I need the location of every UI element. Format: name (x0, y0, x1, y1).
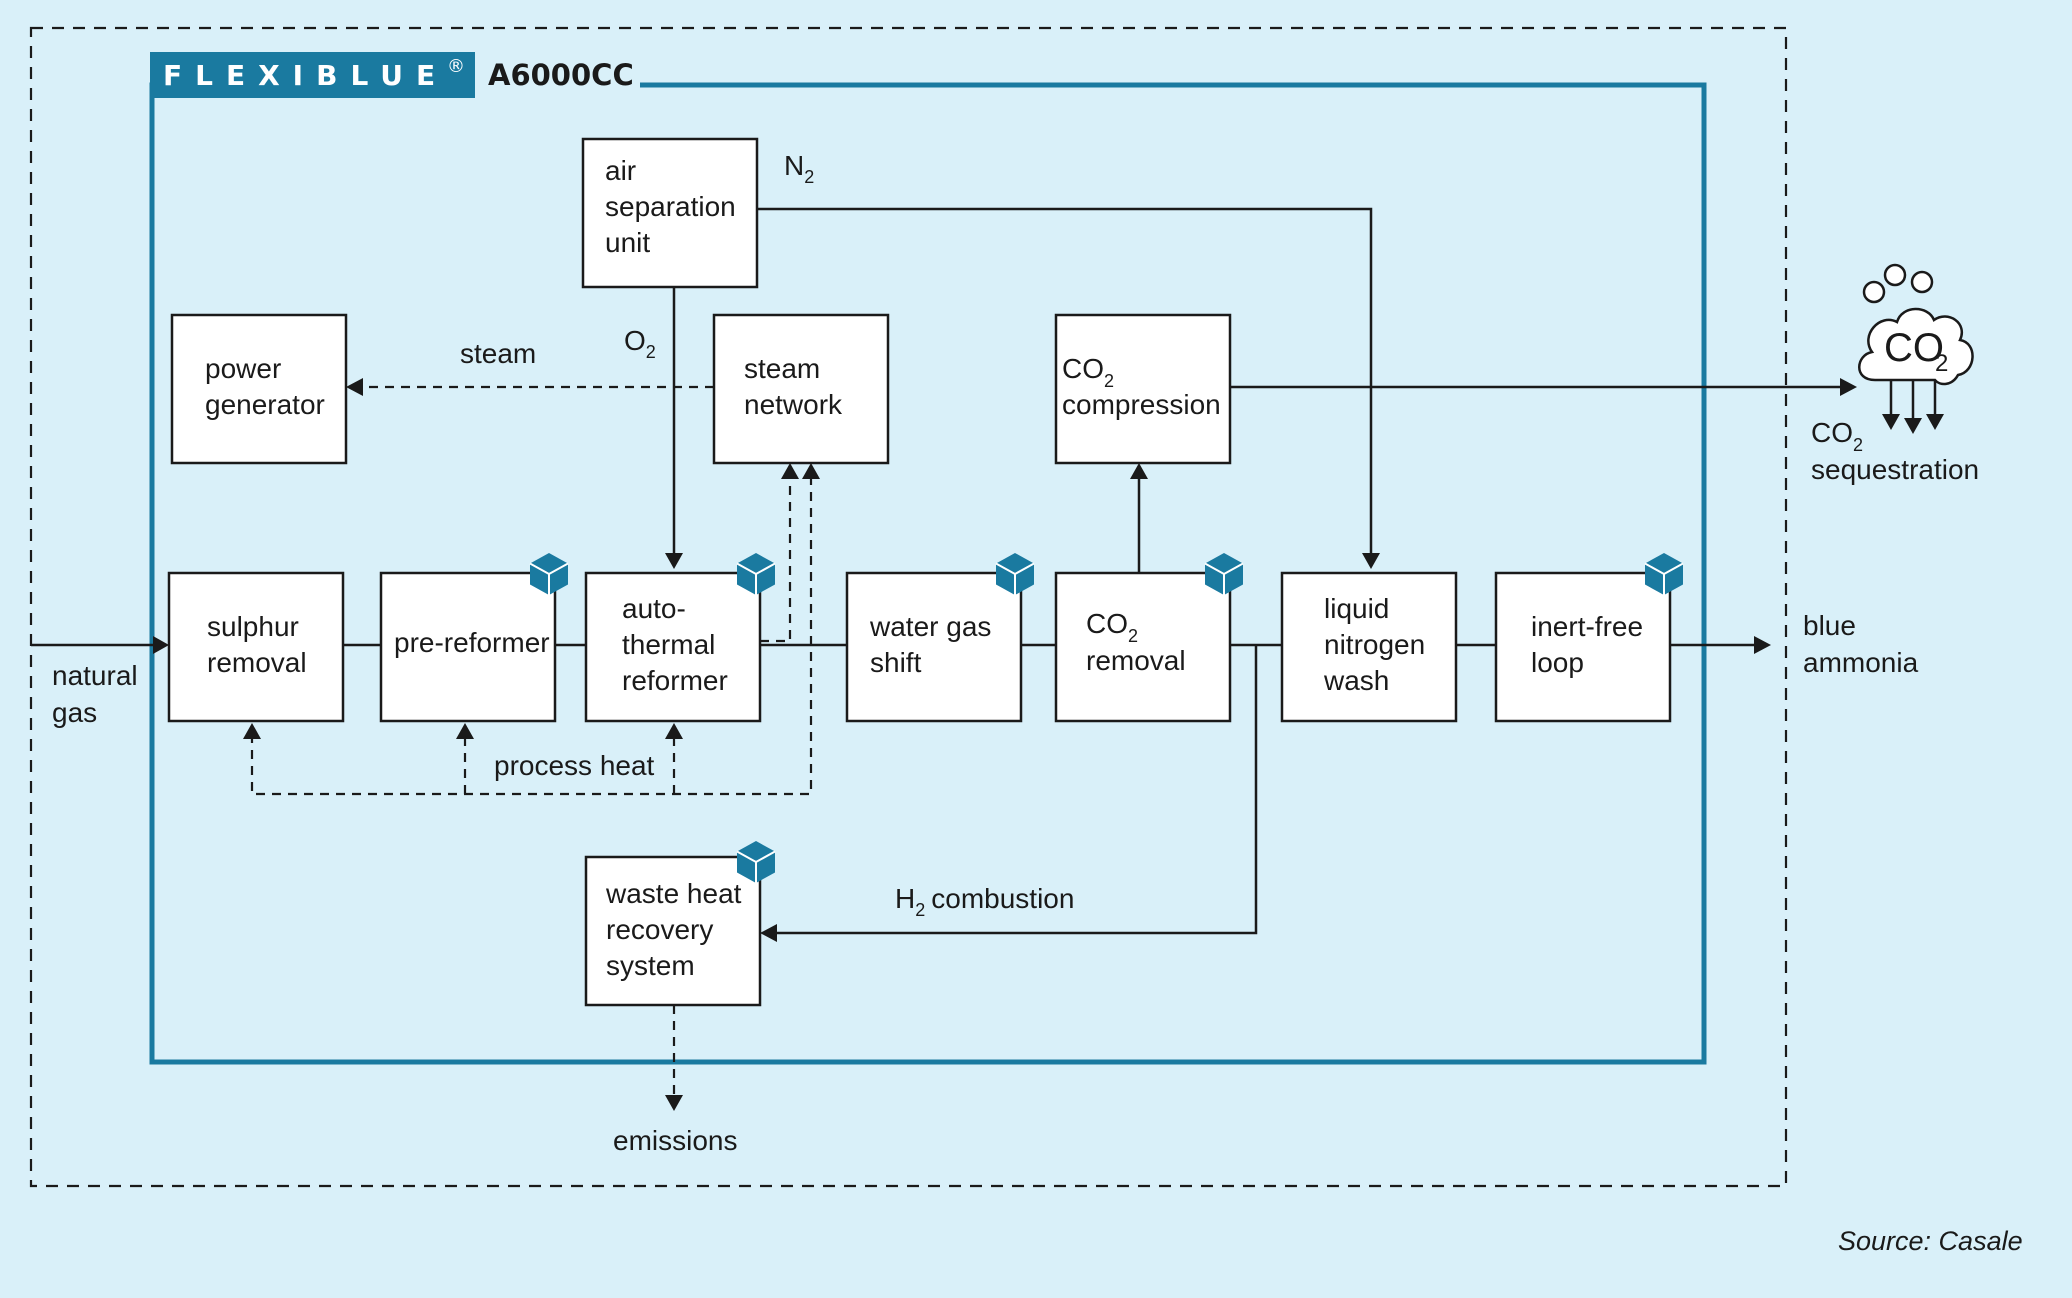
blue-ammonia-label: blue ammonia (1803, 610, 1919, 678)
steam-line (346, 378, 714, 396)
cloud-co2-subscript: 2 (1935, 350, 1948, 377)
h2-combustion-line (760, 645, 1258, 942)
air-separation-unit-label: air separation unit (605, 155, 744, 258)
co2-removal-box (1054, 571, 1232, 723)
o2-label: O2 (624, 325, 656, 362)
inert-free-loop-box (1494, 571, 1672, 723)
main-process-line (31, 636, 1771, 654)
sulphur-removal-box (167, 571, 345, 723)
steam-network-label: steam network (744, 353, 843, 420)
o2-line (665, 287, 683, 569)
cloud-co2-prefix: CO (1884, 326, 1944, 370)
steam-network-box (712, 313, 890, 465)
waste-heat-recovery-label: waste heat recovery system (605, 878, 749, 981)
waste-heat-recovery-box (584, 855, 762, 1007)
sulphur-removal-label: sulphur removal (207, 611, 307, 678)
liquid-nitrogen-wash-label: liquid nitrogen wash (1323, 593, 1433, 696)
natural-gas-label: natural gas (52, 660, 145, 728)
water-gas-shift-box (845, 571, 1023, 723)
brand-header: FLEXIBLUE ® A6000CC (150, 52, 640, 98)
co2-sequestration-line (1230, 378, 1857, 396)
water-gas-shift-label: water gas shift (869, 611, 999, 678)
n2-label: N2 (784, 150, 814, 187)
source-credit: Source: Casale (1838, 1226, 2023, 1256)
emissions-line (665, 1005, 683, 1111)
co2-removal-label: CO2 removal (1086, 608, 1186, 676)
n2-line (757, 207, 1380, 569)
emissions-label: emissions (613, 1125, 737, 1156)
outer-system-boundary (29, 26, 1788, 1188)
power-generator-label: power generator (205, 353, 325, 420)
liquid-nitrogen-wash-box (1280, 571, 1458, 723)
co2-cloud-icon: CO 2 (1858, 263, 1974, 434)
co2-compression-box (1054, 313, 1232, 465)
pre-reformer-box (379, 571, 557, 723)
flexiblue-plant-boundary (149, 82, 1707, 1065)
auto-thermal-reformer-label: auto- thermal reformer (622, 593, 728, 696)
brand-registered-mark: ® (447, 56, 465, 77)
co2-compression-label: CO2 compression (1062, 353, 1221, 420)
inert-free-loop-label: inert-free loop (1531, 611, 1651, 678)
auto-thermal-reformer-box (584, 571, 762, 723)
reformer-steam-line (760, 463, 799, 643)
steam-label: steam (460, 338, 536, 369)
process-heat-line (243, 463, 820, 796)
pre-reformer-label: pre-reformer (394, 627, 550, 658)
air-separation-unit-box (581, 137, 759, 289)
process-heat-label: process heat (494, 750, 655, 781)
brand-model: A6000CC (488, 58, 634, 92)
co2-sequestration-label: CO2 sequestration (1811, 417, 1979, 485)
power-generator-box (170, 313, 348, 465)
brand-name: FLEXIBLUE (163, 59, 448, 92)
brand-badge (150, 52, 475, 98)
co2-removal-to-compression-line (1130, 463, 1148, 573)
